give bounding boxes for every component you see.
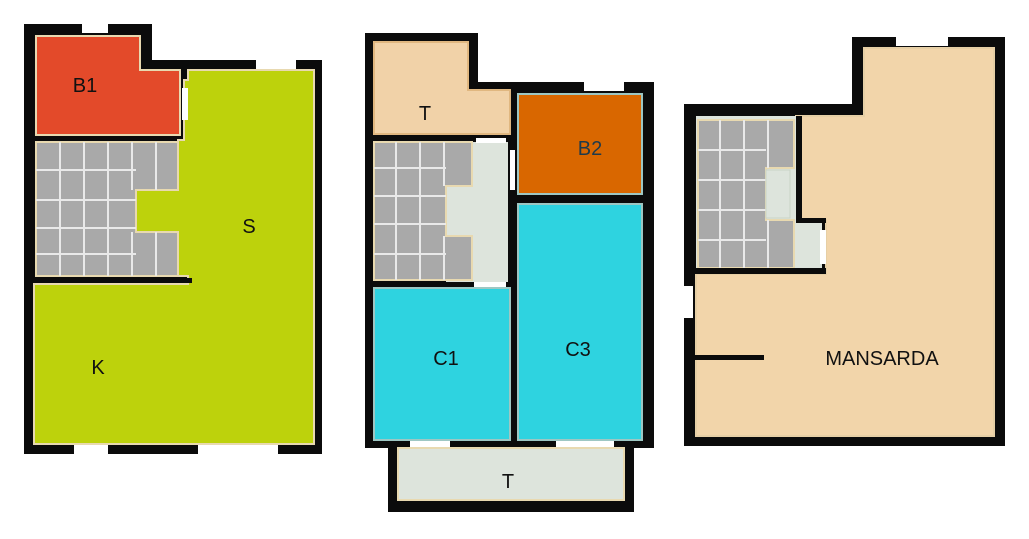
room-label-c1: C1 [433, 348, 459, 370]
window [584, 82, 624, 91]
window [256, 60, 296, 69]
window [896, 37, 948, 46]
attic-stair-wall [796, 116, 802, 220]
first-floor-plan: T B2 C1 C3 T [365, 33, 654, 512]
room-label-k: K [91, 357, 105, 379]
attic-stair-wall [796, 218, 826, 223]
window [82, 24, 108, 33]
ground-floor-plan: B1 S K [24, 24, 322, 454]
window [74, 445, 108, 454]
window [410, 441, 450, 447]
window [474, 282, 506, 287]
room-label-mansarda: MANSARDA [825, 348, 939, 370]
room-c1-floor [373, 287, 511, 441]
window [510, 150, 515, 190]
window [182, 88, 188, 120]
room-b1-floor [35, 35, 181, 136]
room-label-b2: B2 [578, 138, 602, 160]
room-label-t-top: T [419, 103, 431, 125]
ground-stairs [35, 141, 179, 277]
ground-partition-wall [34, 278, 192, 283]
room-t-bottom-floor [397, 447, 625, 501]
window [198, 445, 278, 454]
room-label-s: S [242, 216, 255, 238]
attic-floor-plan: MANSARDA [684, 37, 1005, 446]
window [820, 230, 826, 264]
window [684, 286, 693, 318]
first-stairs [373, 141, 473, 281]
room-t-top-floor [373, 41, 511, 135]
attic-partition-wall [694, 355, 764, 360]
room-label-c3: C3 [565, 339, 591, 361]
room-label-b1: B1 [73, 75, 97, 97]
window [556, 441, 614, 447]
room-b2-floor [517, 93, 643, 195]
room-label-t-bottom: T [502, 471, 514, 493]
attic-stair-wall [694, 268, 826, 274]
window [476, 138, 506, 143]
room-c3-floor [517, 203, 643, 441]
attic-stairs [696, 116, 822, 272]
